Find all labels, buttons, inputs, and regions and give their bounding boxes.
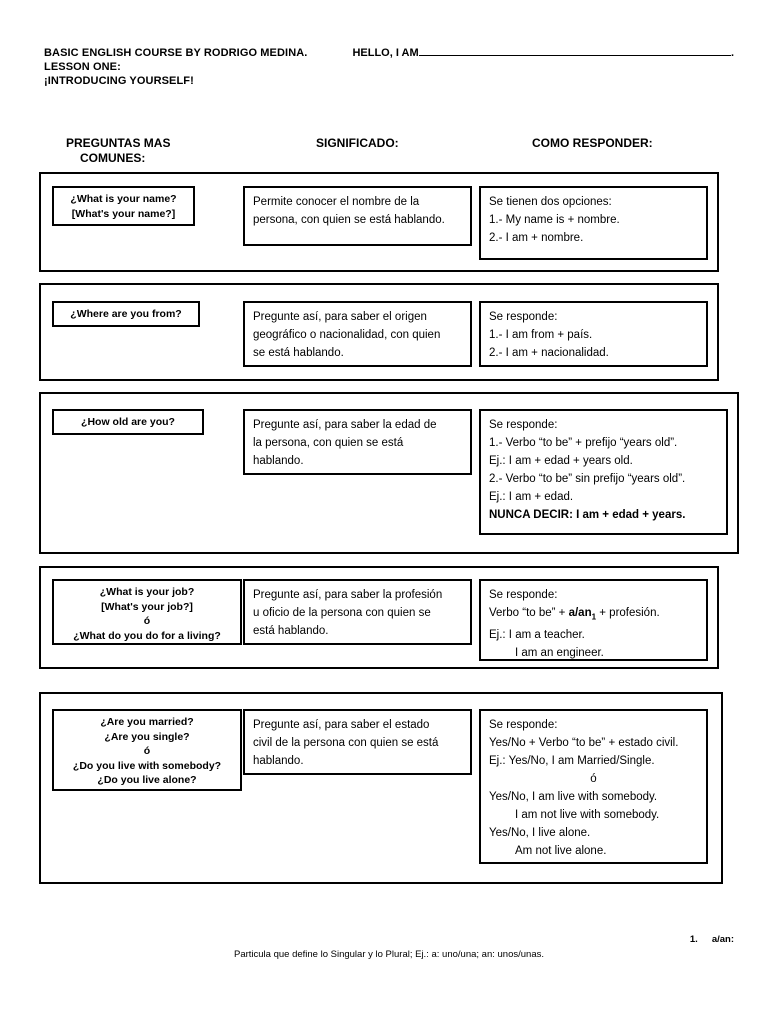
question-line: ¿What is your name? bbox=[70, 193, 177, 205]
header-top-row: BASIC ENGLISH COURSE BY RODRIGO MEDINA. … bbox=[44, 44, 734, 59]
answer-line: NUNCA DECIR: I am + edad + years. bbox=[489, 509, 686, 521]
meaning-line: u oficio de la persona con quien se bbox=[253, 607, 431, 619]
question-line: [What's your name?] bbox=[71, 207, 176, 220]
hello-period: . bbox=[730, 47, 734, 59]
meaning-line: Pregunte así, para saber el origen bbox=[253, 311, 427, 323]
meaning-line: está hablando. bbox=[253, 625, 329, 637]
question-cell: ¿What is your name? [What's your name?] bbox=[52, 186, 195, 226]
lesson-label: LESSON ONE: bbox=[44, 61, 121, 73]
table-row: ¿What is your job? [What's your job?] ó ¿Wh… bbox=[39, 566, 719, 669]
question-line: ¿How old are you? bbox=[81, 416, 175, 428]
answer-line: Ej.: I am a teacher. bbox=[489, 629, 585, 642]
answer-line: Verbo “to be” + a/an1 + profesión. bbox=[489, 607, 660, 622]
hello-fill-in-line: HELLO, I AM . bbox=[352, 44, 734, 59]
answer-line: Se tienen dos opciones: bbox=[489, 196, 612, 208]
answer-cell: Se responde: 1.- Verbo “to be” + prefijo … bbox=[479, 409, 728, 535]
question-line: ¿Where are you from? bbox=[70, 308, 182, 320]
meaning-line: geográfico o nacionalidad, con quien bbox=[253, 329, 441, 341]
meaning-line: se está hablando. bbox=[253, 347, 344, 359]
footnote-definition: Particula que define lo Singular y lo Pl… bbox=[233, 949, 544, 960]
answer-line: 2.- I am + nombre. bbox=[489, 232, 584, 244]
question-line: ¿Do you live with somebody? bbox=[72, 759, 222, 772]
column-headings: PREGUNTAS MAS COMUNES: SIGNIFICADO: COMO… bbox=[44, 136, 744, 176]
question-line: ¿Are you single? bbox=[104, 730, 190, 743]
meaning-cell: Pregunte así, para saber el estado civil … bbox=[243, 709, 472, 775]
meaning-line: hablando. bbox=[253, 455, 304, 467]
lesson-topic: ¡INTRODUCING YOURSELF! bbox=[44, 75, 194, 87]
question-cell: ¿What is your job? [What's your job?] ó ¿Wh… bbox=[52, 579, 242, 645]
answer-line: 2.- Verbo “to be” sin prefijo “years old… bbox=[489, 473, 686, 485]
table-row: ¿Are you married? ¿Are you single? ó ¿Do yo… bbox=[39, 692, 723, 884]
meaning-line: Pregunte así, para saber el estado bbox=[253, 719, 430, 731]
meaning-line: hablando. bbox=[253, 755, 304, 767]
meaning-cell: Pregunte así, para saber la edad de la pe… bbox=[243, 409, 472, 475]
meaning-cell: Pregunte así, para saber la profesión u o… bbox=[243, 579, 472, 645]
answer-line: Ej.: I am + edad + years old. bbox=[489, 455, 633, 467]
meaning-line: Pregunte así, para saber la profesión bbox=[253, 589, 443, 601]
answer-line: 2.- I am + nacionalidad. bbox=[489, 347, 609, 359]
answer-line: Se responde: bbox=[489, 589, 558, 601]
meaning-cell: Permite conocer el nombre de la persona, … bbox=[243, 186, 472, 246]
meaning-line: persona, con quien se está hablando. bbox=[253, 214, 445, 226]
column-heading-answer: COMO RESPONDER: bbox=[532, 136, 653, 150]
article-term: a/an1 bbox=[568, 607, 597, 622]
question-line: ¿What do you do for a living? bbox=[73, 629, 221, 642]
answer-line: I am not live with somebody. bbox=[515, 809, 660, 821]
answer-line: Ej.: Yes/No, I am Married/Single. bbox=[489, 755, 655, 767]
footnote-number: 1. bbox=[689, 934, 698, 945]
question-line: [What's your job?] bbox=[101, 600, 193, 613]
hello-label: HELLO, I AM bbox=[352, 47, 419, 59]
column-heading-questions: PREGUNTAS MAS COMUNES: bbox=[66, 136, 216, 166]
answer-cell: Se responde: 1.- I am from + país. 2.- I a… bbox=[479, 301, 708, 367]
question-line: ¿Do you live alone? bbox=[97, 774, 197, 786]
column-heading-questions-line2: COMUNES: bbox=[80, 151, 146, 165]
answer-line: ó bbox=[590, 773, 597, 785]
question-line: ¿What is your job? bbox=[99, 586, 195, 598]
question-cell: ¿Are you married? ¿Are you single? ó ¿Do yo… bbox=[52, 709, 242, 791]
answer-cell: Se responde: Yes/No + Verbo “to be” + est… bbox=[479, 709, 708, 864]
answer-line: 1.- My name is + nombre. bbox=[489, 214, 620, 226]
answer-cell: Se responde: Verbo “to be” + a/an1 + prof… bbox=[479, 579, 708, 661]
answer-line: 1.- Verbo “to be” + prefijo “years old”. bbox=[489, 437, 678, 449]
meaning-cell: Pregunte así, para saber el origen geográ… bbox=[243, 301, 472, 367]
answer-line: Se responde: bbox=[489, 419, 558, 431]
question-cell: ¿How old are you? bbox=[52, 409, 204, 435]
footnote-term: a/an: bbox=[711, 934, 734, 945]
footnote-marker: 1 bbox=[591, 612, 597, 622]
meaning-line: civil de la persona con quien se está bbox=[253, 737, 439, 749]
course-title: BASIC ENGLISH COURSE BY RODRIGO MEDINA. bbox=[44, 47, 308, 59]
answer-line: Se responde: bbox=[489, 311, 558, 323]
document-header: BASIC ENGLISH COURSE BY RODRIGO MEDINA. … bbox=[44, 44, 734, 87]
answer-line: Am not live alone. bbox=[515, 845, 607, 857]
meaning-line: la persona, con quien se está bbox=[253, 437, 404, 449]
answer-cell: Se tienen dos opciones: 1.- My name is + … bbox=[479, 186, 708, 260]
footnote: 1. a/an: Particula que define lo Singular… bbox=[44, 932, 734, 962]
question-line: ¿Are you married? bbox=[100, 716, 194, 728]
question-line: ó bbox=[143, 745, 151, 757]
question-cell: ¿Where are you from? bbox=[52, 301, 200, 327]
column-heading-questions-line1: PREGUNTAS MAS bbox=[66, 136, 171, 150]
meaning-line: Permite conocer el nombre de la bbox=[253, 196, 420, 208]
answer-line: 1.- I am from + país. bbox=[489, 329, 593, 341]
column-heading-meaning: SIGNIFICADO: bbox=[316, 136, 399, 150]
question-line: ó bbox=[143, 615, 151, 627]
table-row: ¿How old are you? Pregunte así, para sab… bbox=[39, 392, 739, 554]
meaning-line: Pregunte así, para saber la edad de bbox=[253, 419, 437, 431]
answer-line: Ej.: I am + edad. bbox=[489, 491, 574, 503]
answer-line: Se responde: bbox=[489, 719, 558, 731]
answer-line: I am an engineer. bbox=[515, 647, 604, 660]
footnote-term-line: 1. a/an: bbox=[44, 932, 734, 947]
answer-line: Yes/No, I am live with somebody. bbox=[489, 791, 658, 803]
answer-line: Yes/No + Verbo “to be” + estado civil. bbox=[489, 737, 679, 749]
answer-line: Yes/No, I live alone. bbox=[489, 827, 591, 839]
table-row: ¿Where are you from? Pregunte así, para … bbox=[39, 283, 719, 381]
table-row: ¿What is your name? [What's your name?] P… bbox=[39, 172, 719, 272]
hello-blank-field[interactable] bbox=[418, 44, 731, 56]
